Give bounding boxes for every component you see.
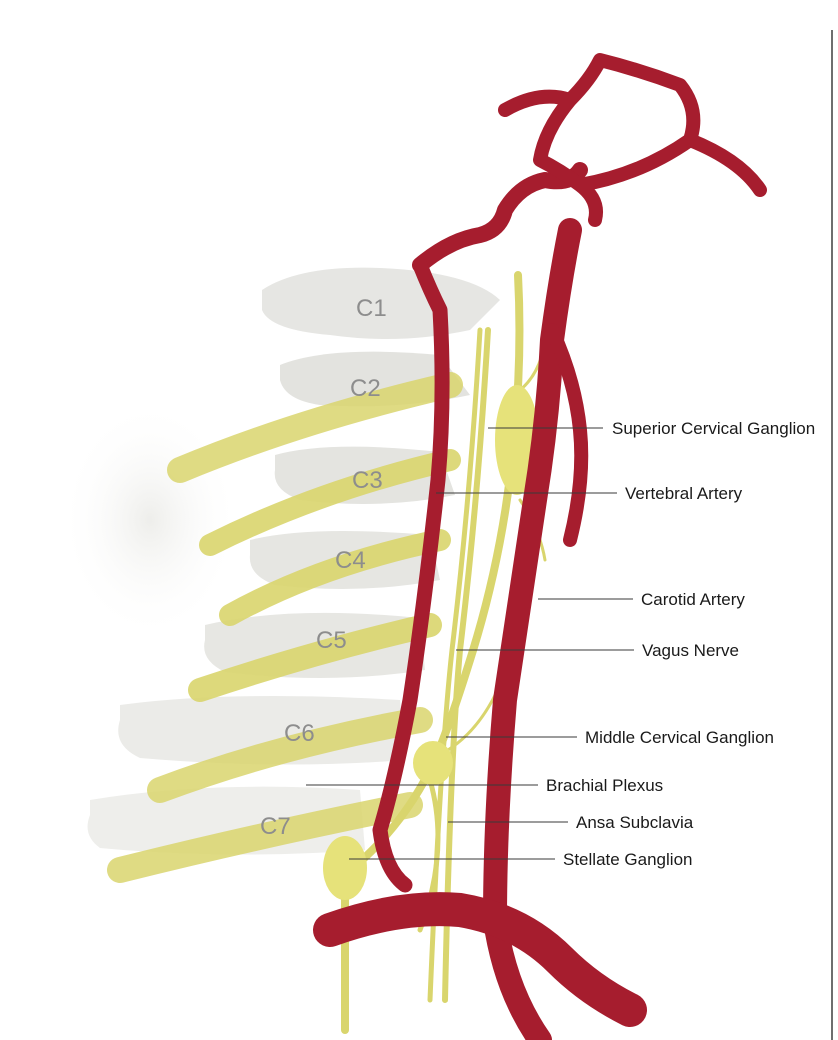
label-c6: C6 xyxy=(284,720,315,747)
vertebral-artery-shape xyxy=(412,162,588,273)
label-c4: C4 xyxy=(335,547,366,574)
vertebra-labels: C1 C2 C3 C4 C5 C6 C7 xyxy=(260,295,387,840)
spinal-nerve-c7 xyxy=(107,792,423,883)
callout-stellate-ganglion: Stellate Ganglion xyxy=(563,850,692,869)
spinal-nerve-c5 xyxy=(188,613,442,702)
label-c3: C3 xyxy=(352,467,383,494)
callout-labels: Superior Cervical Ganglion Vertebral Art… xyxy=(546,419,815,869)
circle-of-willis xyxy=(498,53,767,227)
callout-carotid-artery: Carotid Artery xyxy=(641,590,745,609)
label-c2: C2 xyxy=(350,375,381,402)
subclavian-artery xyxy=(313,892,647,1027)
callout-middle-cervical-ganglion: Middle Cervical Ganglion xyxy=(585,728,774,747)
label-c5: C5 xyxy=(316,627,347,654)
label-c7: C7 xyxy=(260,813,291,840)
callout-vagus-nerve: Vagus Nerve xyxy=(642,641,739,660)
external-carotid-branch xyxy=(545,323,589,547)
spinal-nerve-c4 xyxy=(219,529,451,626)
callout-vertebral-artery: Vertebral Artery xyxy=(625,484,743,503)
callout-brachial-plexus: Brachial Plexus xyxy=(546,776,663,795)
spinal-nerve-c6 xyxy=(147,707,433,803)
label-c1: C1 xyxy=(356,295,387,322)
arteries xyxy=(313,53,767,1040)
right-border-rule xyxy=(831,30,833,1040)
leader-lines xyxy=(306,427,634,860)
spinal-nerve-c3 xyxy=(199,449,461,556)
stellate-ganglion-shape xyxy=(323,836,367,900)
nerves xyxy=(107,271,550,1034)
callout-superior-cervical-ganglion: Superior Cervical Ganglion xyxy=(612,419,815,438)
callout-ansa-subclavia: Ansa Subclavia xyxy=(576,813,694,832)
spinal-nerve-c2 xyxy=(167,372,463,483)
sympathetic-trunk xyxy=(341,271,524,879)
middle-cervical-ganglion-shape xyxy=(413,741,453,785)
